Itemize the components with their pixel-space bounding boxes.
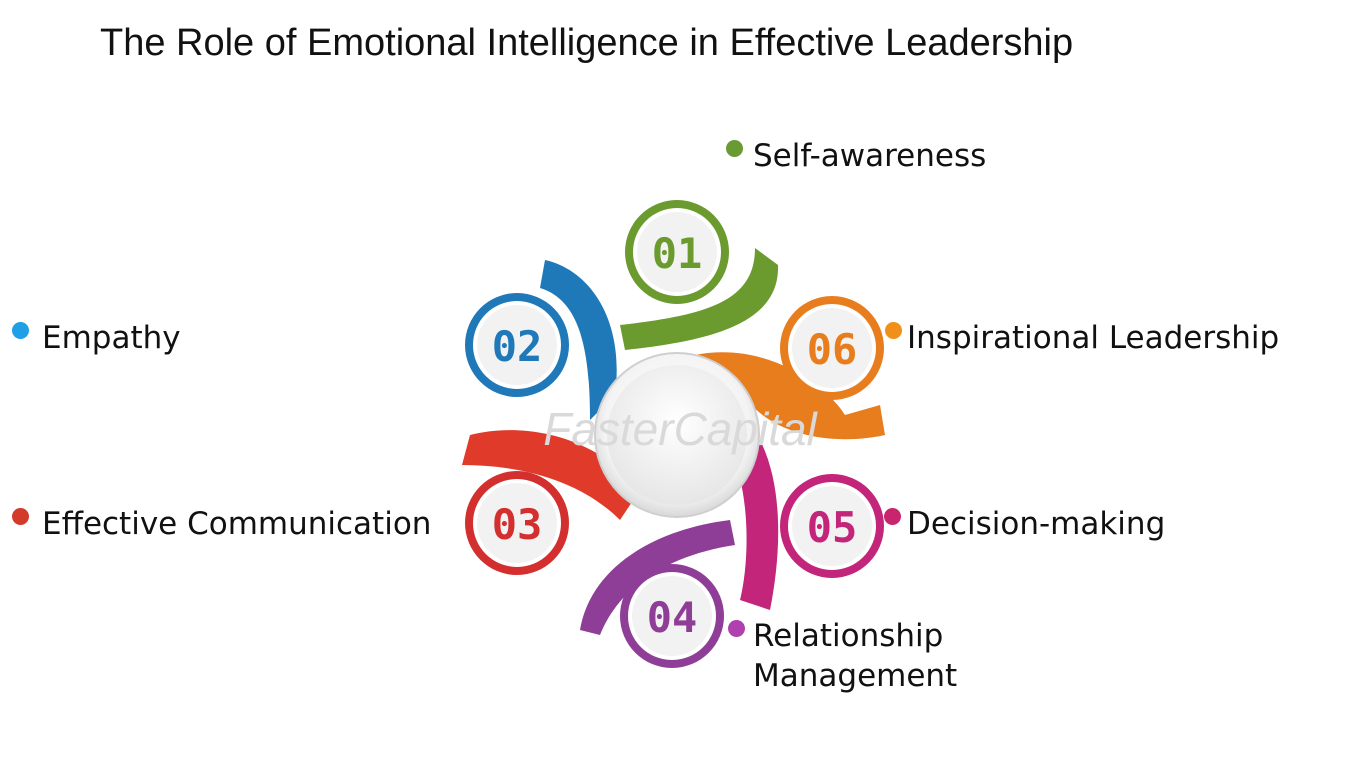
leadership-diagram: FasterCapital 01 02 03 04: [440, 190, 910, 680]
label-decision: Decision-making: [907, 504, 1165, 544]
dot-communication: [12, 508, 29, 525]
label-decision-text: Decision-making: [907, 506, 1166, 542]
label-inspirational: Inspirational Leadership: [907, 318, 1279, 358]
badge-01: 01: [625, 200, 729, 304]
label-relationship-text: Relationship Management: [753, 618, 958, 694]
arm-orange: [695, 352, 885, 440]
arm-purple: [580, 520, 735, 635]
page-title: The Role of Emotional Intelligence in Ef…: [100, 22, 1074, 64]
badge-03: 03: [465, 471, 569, 575]
dot-inspirational: [885, 322, 902, 339]
arm-green: [620, 248, 779, 350]
label-inspirational-text: Inspirational Leadership: [907, 320, 1280, 356]
badge-04: 04: [620, 564, 724, 668]
badge-02: 02: [465, 293, 569, 397]
badge-02-number: 02: [492, 322, 543, 371]
label-communication: Effective Communication: [42, 504, 431, 544]
arm-blue: [540, 260, 617, 420]
label-self-awareness: Self-awareness: [753, 136, 986, 176]
badge-05: 05: [780, 474, 884, 578]
label-self-awareness-text: Self-awareness: [753, 138, 987, 174]
label-empathy: Empathy: [42, 318, 181, 358]
badge-06-number: 06: [807, 325, 858, 374]
badge-06: 06: [780, 296, 884, 400]
dot-relationship: [728, 620, 745, 637]
label-relationship: Relationship Management: [753, 616, 1013, 696]
badge-05-number: 05: [807, 503, 858, 552]
dot-self-awareness: [726, 140, 743, 157]
badge-04-number: 04: [647, 593, 698, 642]
label-empathy-text: Empathy: [42, 320, 181, 356]
watermark-text: FasterCapital: [543, 403, 818, 455]
arm-red: [462, 430, 640, 520]
badge-03-number: 03: [492, 500, 543, 549]
center-inner: [607, 365, 747, 505]
label-communication-text: Effective Communication: [42, 506, 432, 542]
dot-decision: [884, 508, 901, 525]
dot-empathy: [12, 322, 29, 339]
badge-01-number: 01: [652, 229, 703, 278]
diagram-svg: FasterCapital 01 02 03 04: [462, 200, 885, 668]
